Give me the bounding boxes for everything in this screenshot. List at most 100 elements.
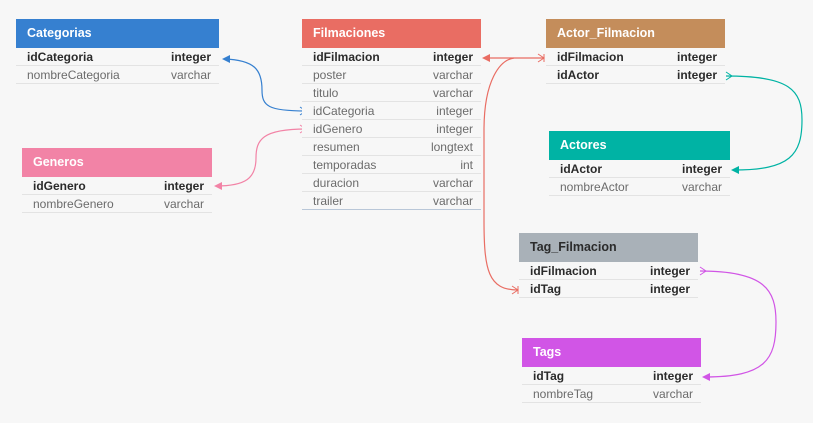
link-actor[interactable]: [725, 71, 803, 174]
field-name: duracion: [313, 176, 360, 190]
table-row[interactable]: idFilmacion integer: [519, 262, 698, 280]
table-row[interactable]: idTag integer: [522, 367, 701, 385]
field-name: idGenero: [313, 122, 363, 136]
table-row[interactable]: duracion varchar: [302, 174, 481, 192]
table-generos[interactable]: Generos idGenero integer nombreGenero va…: [22, 148, 212, 213]
table-header-filmaciones[interactable]: Filmaciones: [302, 19, 481, 48]
field-name: idFilmacion: [313, 50, 380, 64]
arrow-head-icon: [482, 54, 490, 62]
field-name: temporadas: [313, 158, 377, 172]
field-type: integer: [676, 68, 717, 82]
table-row[interactable]: poster varchar: [302, 66, 481, 84]
table-row[interactable]: idGenero integer: [22, 177, 212, 195]
field-type: integer: [436, 104, 473, 118]
table-header-generos[interactable]: Generos: [22, 148, 212, 177]
table-row[interactable]: nombreCategoria varchar: [16, 66, 219, 84]
table-row[interactable]: nombreActor varchar: [549, 178, 730, 196]
table-actor-filmacion[interactable]: Actor_Filmacion idFilmacion integer idAc…: [546, 19, 725, 84]
field-type: integer: [681, 162, 722, 176]
field-type: varchar: [681, 180, 722, 194]
field-name: poster: [313, 68, 347, 82]
field-name: idFilmacion: [557, 50, 624, 64]
field-name: resumen: [313, 140, 360, 154]
field-name: nombreCategoria: [27, 68, 120, 82]
table-row[interactable]: trailer varchar: [302, 192, 481, 210]
table-row[interactable]: idActor integer: [549, 160, 730, 178]
table-header-categorias[interactable]: Categorias: [16, 19, 219, 48]
table-header-tag-filmacion[interactable]: Tag_Filmacion: [519, 233, 698, 262]
arrow-head-icon: [214, 182, 222, 190]
table-row[interactable]: idActor integer: [546, 66, 725, 84]
field-type: varchar: [432, 194, 473, 208]
crow-foot-icon: [511, 285, 519, 295]
table-title: Categorias: [27, 26, 92, 40]
link-genero[interactable]: [214, 124, 307, 190]
field-type: int: [460, 158, 473, 172]
table-title: Generos: [33, 155, 84, 169]
table-tags[interactable]: Tags idTag integer nombreTag varchar: [522, 338, 701, 403]
arrow-head-icon: [702, 373, 710, 381]
field-name: idFilmacion: [530, 264, 597, 278]
field-type: integer: [163, 179, 204, 193]
field-type: integer: [649, 282, 690, 296]
field-type: integer: [432, 50, 473, 64]
field-name: idGenero: [33, 179, 86, 193]
link-tag[interactable]: [699, 266, 777, 381]
table-tag-filmacion[interactable]: Tag_Filmacion idFilmacion integer idTag …: [519, 233, 698, 298]
table-row[interactable]: idGenero integer: [302, 120, 481, 138]
crow-foot-icon: [537, 53, 545, 63]
field-type: integer: [652, 369, 693, 383]
table-header-actores[interactable]: Actores: [549, 131, 730, 160]
field-type: varchar: [432, 86, 473, 100]
table-title: Actor_Filmacion: [557, 26, 655, 40]
table-row[interactable]: idFilmacion integer: [546, 48, 725, 66]
crow-foot-icon: [699, 266, 707, 276]
table-title: Tag_Filmacion: [530, 240, 617, 254]
link-categoria[interactable]: [222, 55, 307, 116]
table-title: Filmaciones: [313, 26, 386, 40]
crow-foot-icon: [725, 71, 733, 81]
field-type: integer: [676, 50, 717, 64]
field-type: varchar: [432, 68, 473, 82]
field-name: idActor: [557, 68, 599, 82]
field-name: nombreTag: [533, 387, 594, 401]
table-row[interactable]: nombreGenero varchar: [22, 195, 212, 213]
table-actores[interactable]: Actores idActor integer nombreActor varc…: [549, 131, 730, 196]
field-name: idTag: [533, 369, 565, 383]
table-row[interactable]: titulo varchar: [302, 84, 481, 102]
link-tag-filmacion[interactable]: [483, 57, 519, 295]
table-row[interactable]: idCategoria integer: [16, 48, 219, 66]
field-name: idCategoria: [27, 50, 94, 64]
table-row[interactable]: idTag integer: [519, 280, 698, 298]
table-header-tags[interactable]: Tags: [522, 338, 701, 367]
field-name: idTag: [530, 282, 562, 296]
field-type: varchar: [163, 197, 204, 211]
table-title: Actores: [560, 138, 607, 152]
field-name: nombreGenero: [33, 197, 114, 211]
arrow-head-icon: [222, 55, 230, 63]
link-actor-filmacion[interactable]: [482, 53, 545, 63]
table-row[interactable]: nombreTag varchar: [522, 385, 701, 403]
field-type: integer: [436, 122, 473, 136]
table-row[interactable]: resumen longtext: [302, 138, 481, 156]
table-categorias[interactable]: Categorias idCategoria integer nombreCat…: [16, 19, 219, 84]
field-name: idActor: [560, 162, 602, 176]
field-type: integer: [649, 264, 690, 278]
arrow-head-icon: [731, 166, 739, 174]
field-name: idCategoria: [313, 104, 375, 118]
table-filmaciones[interactable]: Filmaciones idFilmacion integer poster v…: [302, 19, 481, 210]
field-name: nombreActor: [560, 180, 629, 194]
field-type: varchar: [432, 176, 473, 190]
table-header-actor-filmacion[interactable]: Actor_Filmacion: [546, 19, 725, 48]
field-name: trailer: [313, 194, 344, 208]
table-row[interactable]: temporadas int: [302, 156, 481, 174]
field-type: varchar: [652, 387, 693, 401]
field-type: integer: [170, 50, 211, 64]
table-row[interactable]: idCategoria integer: [302, 102, 481, 120]
table-title: Tags: [533, 345, 562, 359]
table-row[interactable]: idFilmacion integer: [302, 48, 481, 66]
field-type: longtext: [430, 140, 473, 154]
field-name: titulo: [313, 86, 339, 100]
